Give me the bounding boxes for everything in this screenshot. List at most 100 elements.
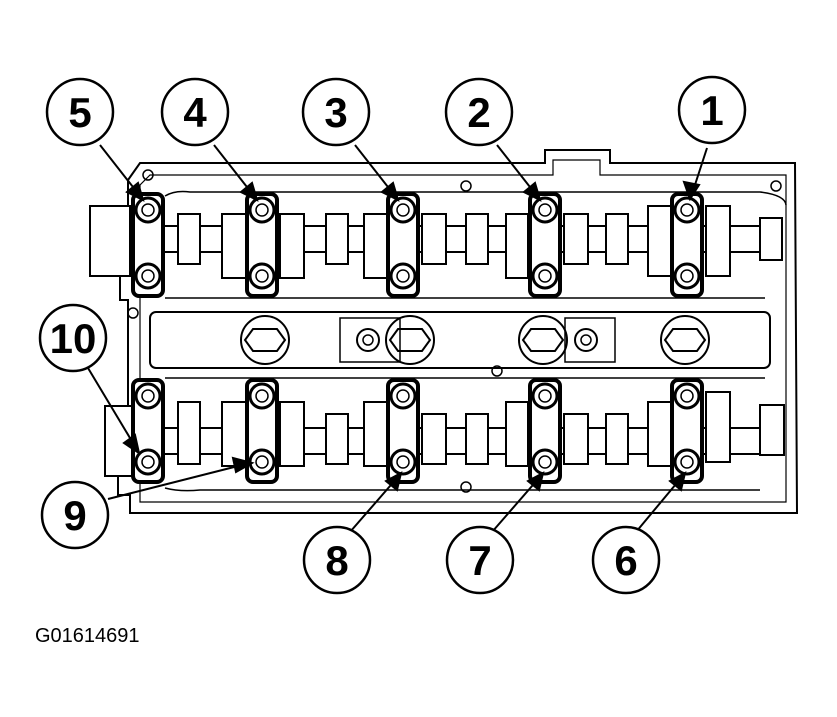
leader-10 [87,367,137,449]
bolt [389,262,417,290]
small-bolt-2-center [580,334,592,346]
cam-lobe [647,401,673,467]
arrowhead-8 [384,471,403,492]
cam-lobe [363,401,389,467]
bolt [531,382,559,410]
camshaft-lower-tip [759,404,785,456]
bolt [531,448,559,476]
cam-lobe [605,213,629,265]
bolt [248,262,276,290]
cam-lobe [465,413,489,465]
cam-lobe [465,213,489,265]
callout-circles [38,75,747,595]
small-bolt-1 [356,328,380,352]
arrowhead-6 [668,471,687,492]
locating-hole [127,307,139,319]
callout-label-6: 6 [614,537,637,584]
arrowhead-9 [231,456,255,474]
locating-hole [491,365,503,377]
cam-lobe [325,413,349,465]
locating-holes [127,169,782,493]
leader-arrows [87,144,708,533]
small-bolt-2 [574,328,598,352]
cam-lobe [605,413,629,465]
bolt [673,196,701,224]
cam-lobe [325,213,349,265]
cam-lobe [505,213,529,279]
bolt [248,448,276,476]
cam-lobe [279,401,305,467]
camshaft-upper-end-cap [89,205,131,277]
arrowhead-1 [682,180,701,202]
arrowhead-3 [380,181,400,202]
arrowhead-4 [239,181,259,202]
callout-label-7: 7 [468,537,491,584]
callout-circle-9 [40,480,110,550]
callout-circle-2 [444,77,514,147]
cam-lobe [505,401,529,467]
centre-gallery [149,311,771,369]
head-inner-outline [139,159,787,503]
callout-label-2: 2 [467,89,490,136]
bolt [673,382,701,410]
bolt [248,382,276,410]
figure-id: G01614691 [35,625,140,647]
leader-6 [635,477,682,533]
cam-lobe [363,213,389,279]
leader-7 [491,477,540,533]
camshaft-upper [89,205,783,279]
locating-hole [460,481,472,493]
cam-lobe [563,413,589,465]
cam-lobe [221,213,247,279]
bolt [248,196,276,224]
callout-label-1: 1 [700,87,723,134]
plug-1-hex [243,328,287,352]
cam-lobe [421,413,447,465]
cam-lobe [421,213,447,265]
callout-label-3: 3 [324,89,347,136]
camshaft-upper-tip [759,217,783,261]
gallery-strip [149,311,771,369]
plug-4 [660,315,710,365]
callout-label-9: 9 [63,492,86,539]
leader-8 [349,477,398,533]
bolt [673,262,701,290]
bolt [134,262,162,290]
arrowhead-10 [122,433,141,456]
callout-circle-3 [301,77,371,147]
cam-lobe [279,213,305,279]
locating-hole [770,180,782,192]
cam-lobe [705,205,731,277]
callout-circle-5 [45,77,115,147]
bolt [134,382,162,410]
plug-1 [240,315,290,365]
bolt [531,196,559,224]
locating-hole [460,180,472,192]
cam-lobe [177,401,201,465]
plug-2 [385,315,435,365]
bolt [389,196,417,224]
callout-circle-4 [160,77,230,147]
plug-3-hex [521,328,565,352]
gallery-bracket-left [339,317,401,363]
cam-lobe [563,213,589,265]
callout-label-8: 8 [325,537,348,584]
arrowhead-2 [522,181,542,202]
cam-lobes-lower [177,391,731,467]
cam-lobe [647,205,673,277]
locating-hole [142,169,154,181]
callout-labels: 5 4 3 2 1 10 9 8 7 6 [50,87,724,584]
arrowhead-7 [526,471,545,492]
cam-lobe [705,391,731,463]
arrowhead-5 [125,181,145,202]
bolt [531,262,559,290]
bolts [134,196,701,476]
callout-label-10: 10 [50,315,97,362]
callout-circle-6 [591,525,661,595]
small-bolt-1-center [362,334,374,346]
cam-lobe [177,213,201,265]
callout-label-5: 5 [68,89,91,136]
callout-circle-8 [302,525,372,595]
bolt [134,196,162,224]
